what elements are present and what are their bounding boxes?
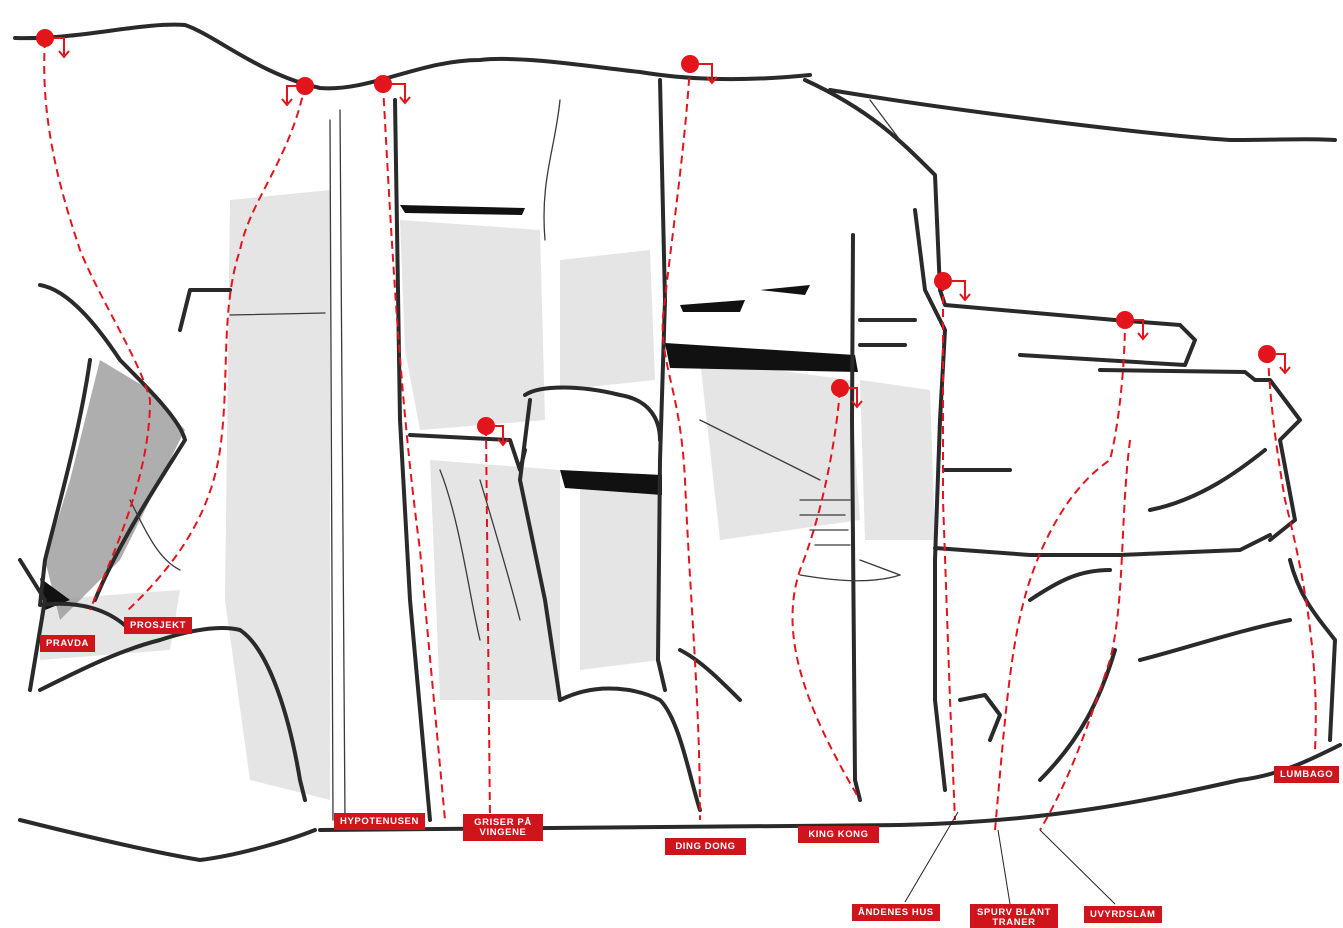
anchor-spurv-uvyrdslam bbox=[1116, 311, 1134, 329]
anchor-prosjekt bbox=[296, 77, 314, 95]
anchor-kingkong bbox=[831, 379, 849, 397]
route-label-ding-dong: DING DONG bbox=[665, 838, 746, 855]
anchor-pravda bbox=[36, 29, 54, 47]
anchor-andenes bbox=[934, 272, 952, 290]
route-label-griser-pa-vingene: GRISER PÅ VINGENE bbox=[463, 814, 543, 841]
anchor-griser bbox=[477, 417, 495, 435]
route-label-king-kong: KING KONG bbox=[798, 826, 879, 843]
route-label-uvyrdslam: UVYRDSLÅM bbox=[1084, 906, 1162, 923]
rock-outlines bbox=[15, 25, 1340, 860]
route-label-spurv-blant-traner: SPURV BLANT TRANER bbox=[970, 904, 1058, 928]
route-label-lumbago: LUMBAGO bbox=[1274, 766, 1339, 783]
route-label-prosjekt: PROSJEKT bbox=[124, 617, 192, 634]
anchor-dingdong bbox=[681, 55, 699, 73]
route-label-pravda: PRAVDA bbox=[40, 635, 95, 652]
anchor-lumbago bbox=[1258, 345, 1276, 363]
route-label-hypotenusen: HYPOTENUSEN bbox=[334, 813, 425, 830]
route-label-andenes-hus: ÅNDENES HUS bbox=[852, 904, 940, 921]
anchor-hypotenusen bbox=[374, 75, 392, 93]
